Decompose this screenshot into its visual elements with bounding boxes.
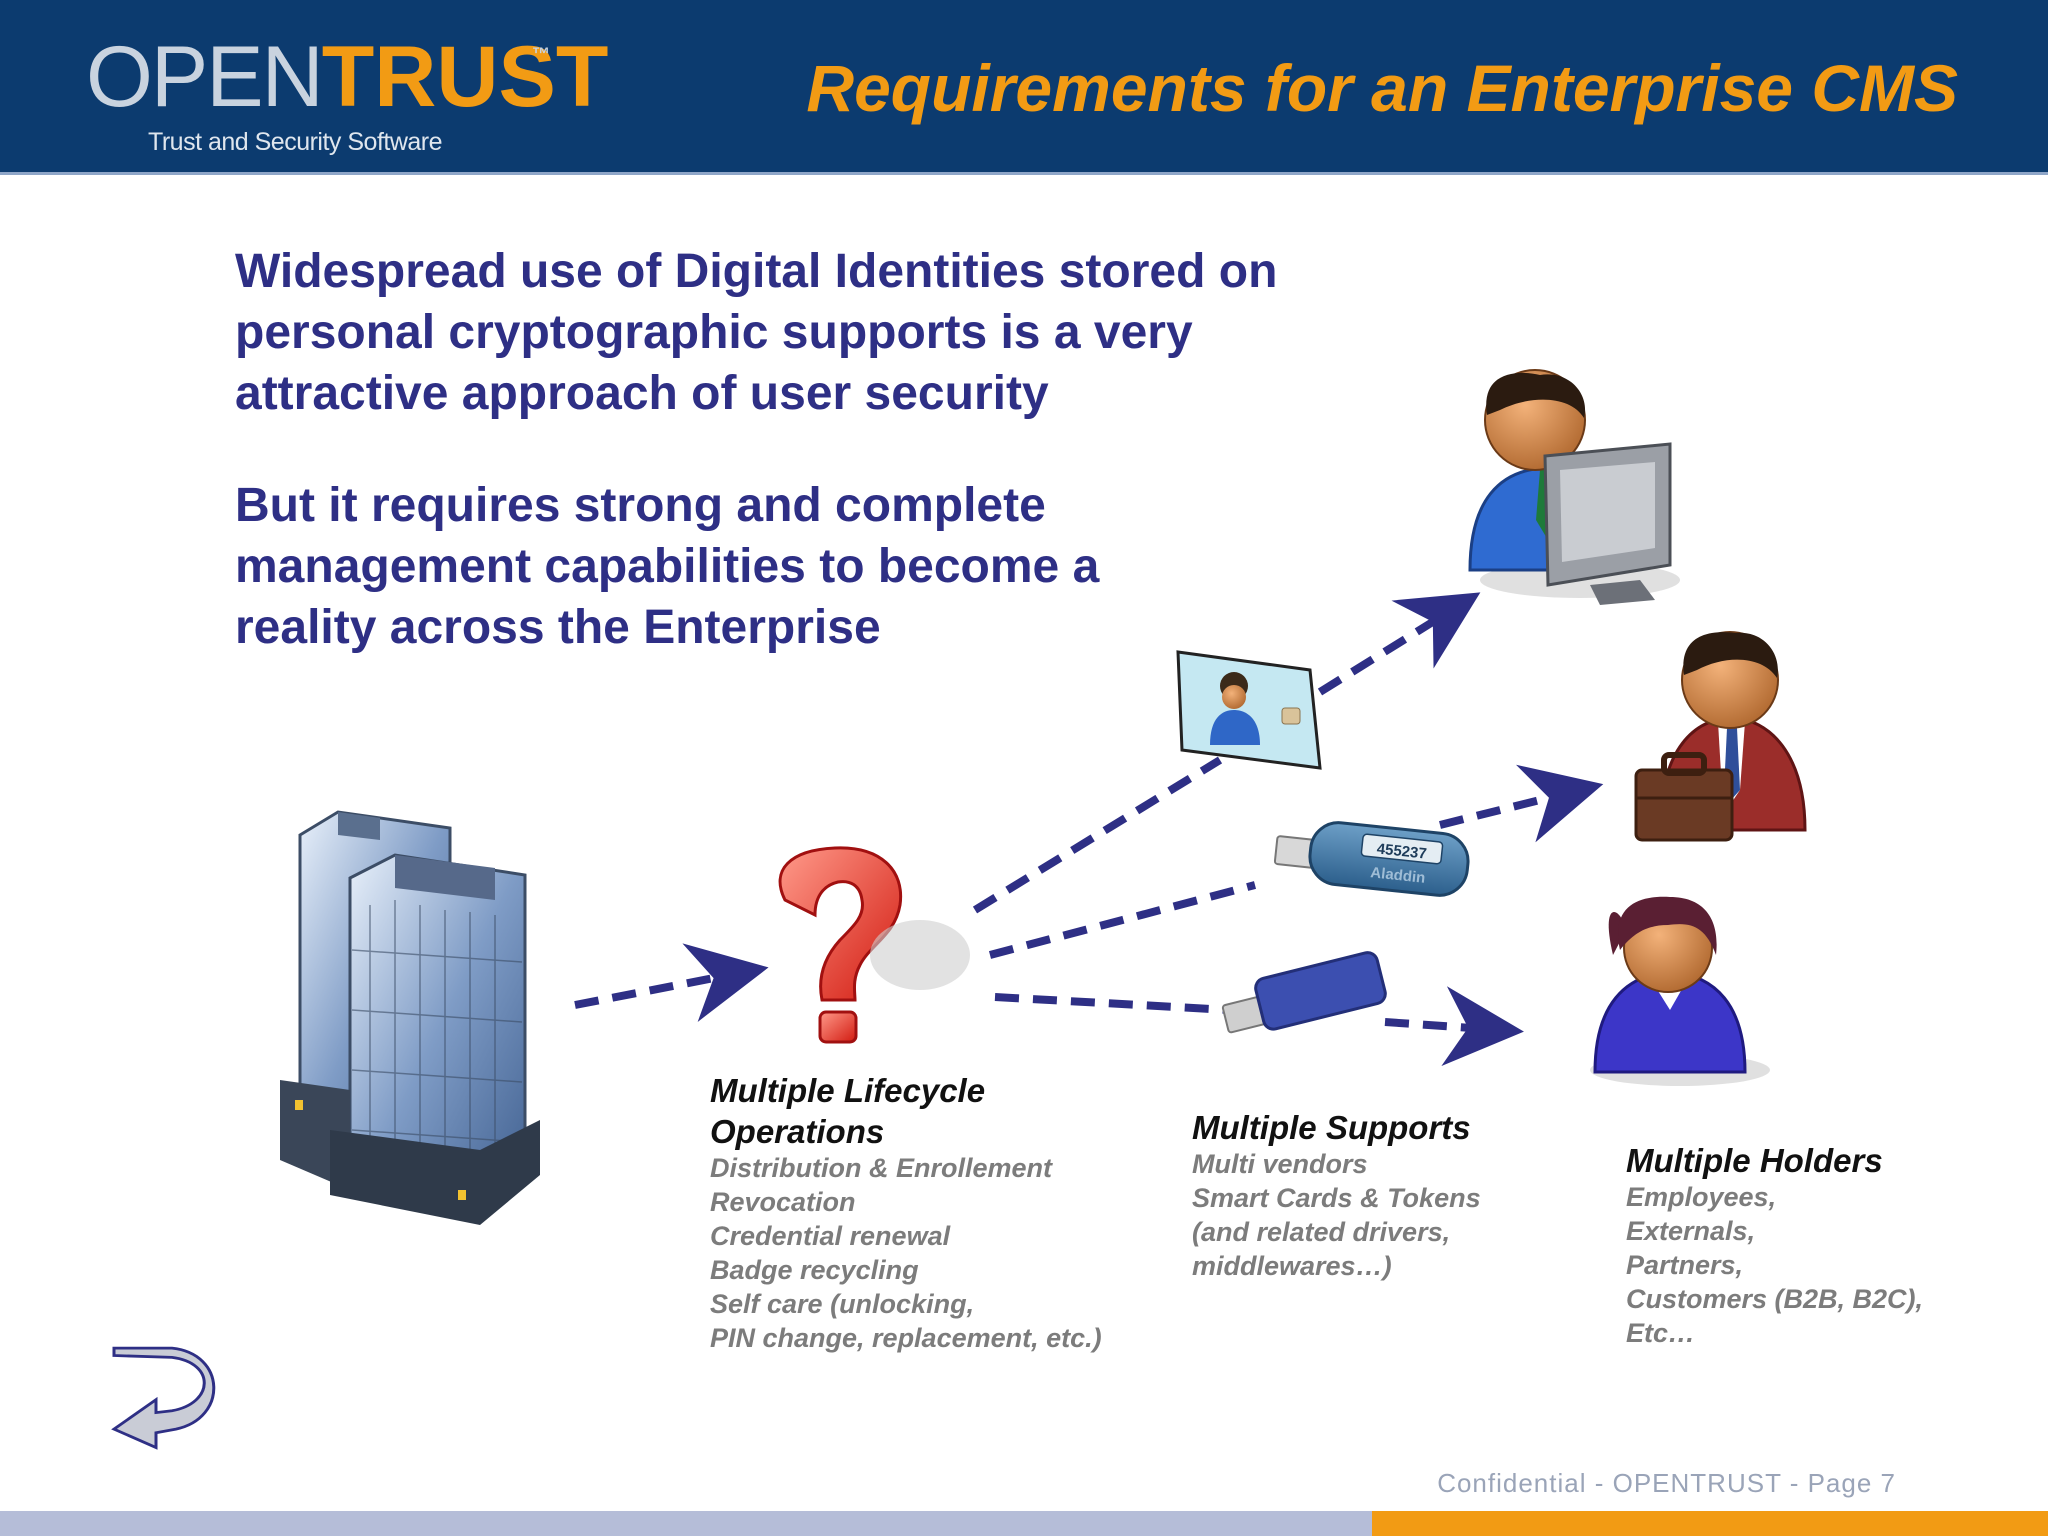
- list-item: Credential renewal: [710, 1221, 951, 1251]
- partner-with-briefcase-icon: [1634, 631, 1807, 842]
- logo-open-text: OPEN: [86, 29, 324, 125]
- intro-paragraph: Widespread use of Digital Identities sto…: [235, 245, 1278, 420]
- supports-title: Multiple Supports: [1192, 1109, 1471, 1146]
- token-serial-number: 455237: [1376, 840, 1428, 862]
- arrow-question-to-token: [988, 881, 1257, 959]
- lifecycle-title-line2: Operations: [710, 1113, 885, 1150]
- page-title: Requirements for an Enterprise CMS: [806, 51, 1958, 125]
- supports-list: Multi vendors Smart Cards & Tokens (and …: [1192, 1147, 1481, 1283]
- smart-card-icon: [1176, 650, 1322, 770]
- list-item: Partners,: [1626, 1250, 1744, 1280]
- holders-title: Multiple Holders: [1626, 1142, 1883, 1179]
- list-item: Badge recycling: [710, 1255, 919, 1285]
- flow-arrows: [574, 592, 1604, 1067]
- arrow-token-to-partner: [1439, 764, 1604, 843]
- lifecycle-operations-list: Distribution & Enrollement Revocation Cr…: [710, 1151, 1102, 1355]
- question-mark-icon: [778, 846, 970, 1044]
- list-item: PIN change, replacement, etc.): [710, 1323, 1102, 1353]
- footer-bar-orange: [1372, 1511, 2048, 1536]
- logo-tagline: Trust and Security Software: [148, 128, 443, 156]
- requirement-paragraph: But it requires strong and complete mana…: [235, 479, 1100, 654]
- slide-header: OPENTRUST ™ Trust and Security Software …: [0, 0, 2048, 172]
- holders-list: Employees, Externals, Partners, Customer…: [1626, 1180, 1923, 1350]
- usb-token-aladdin-icon: 455237 Aladdin: [1273, 821, 1470, 897]
- list-item: Self care (unlocking,: [710, 1289, 975, 1319]
- lifecycle-title-line1: Multiple Lifecycle: [710, 1072, 986, 1109]
- list-item: Smart Cards & Tokens: [1192, 1183, 1481, 1213]
- list-item: Externals,: [1626, 1216, 1756, 1246]
- arrow-building-to-question: [574, 943, 769, 1022]
- token-brand: Aladdin: [1370, 864, 1426, 887]
- header-divider: [0, 172, 2048, 175]
- list-item: Employees,: [1626, 1182, 1777, 1212]
- list-item: Customers (B2B, B2C),: [1626, 1284, 1924, 1314]
- arrow-question-to-usb: [994, 993, 1231, 1014]
- logo-trademark: ™: [532, 44, 550, 64]
- list-item: (and related drivers,: [1192, 1217, 1451, 1247]
- list-item: Revocation: [710, 1187, 856, 1217]
- footer-confidential: Confidential - OPENTRUST - Page 7: [1437, 1468, 1896, 1498]
- list-item: Distribution & Enrollement: [710, 1153, 1053, 1183]
- arrow-question-to-card: [972, 756, 1223, 914]
- back-arrow-icon[interactable]: [110, 1342, 222, 1450]
- employee-at-computer-icon: [1468, 369, 1680, 605]
- list-item: middlewares…): [1192, 1251, 1392, 1281]
- opentrust-logo: OPENTRUST ™ Trust and Security Software: [86, 34, 608, 164]
- usb-token-blue-icon: [1221, 951, 1387, 1034]
- footer-bar-blue: [0, 1511, 1372, 1536]
- logo-trust-text: TRUST: [321, 29, 609, 125]
- list-item: Etc…: [1626, 1318, 1696, 1348]
- list-item: Multi vendors: [1192, 1149, 1368, 1179]
- customer-woman-icon: [1590, 896, 1770, 1086]
- arrow-usb-to-customer: [1384, 986, 1524, 1067]
- office-building-icon: [280, 810, 540, 1225]
- arrow-card-to-employee: [1317, 592, 1481, 696]
